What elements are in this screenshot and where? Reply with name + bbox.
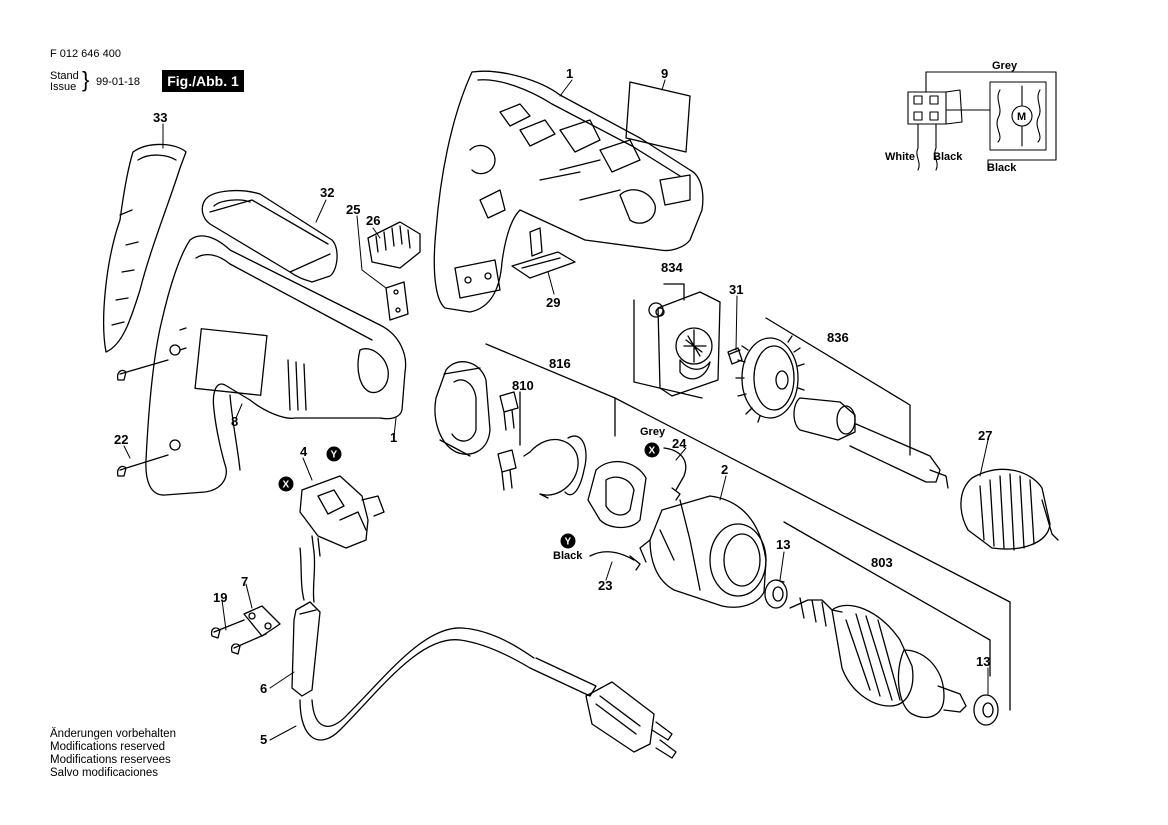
marker-x-wire	[644, 442, 660, 458]
note-en: Modifications reserved	[50, 741, 166, 753]
part-7-cord-clamp	[243, 605, 281, 637]
callout-23: 23	[598, 578, 613, 593]
wire-label-grey-top: Grey	[992, 60, 1018, 72]
callout-810: 810	[512, 378, 534, 393]
callout-29: 29	[546, 295, 561, 310]
part-22-screws	[116, 359, 169, 477]
callout-6: 6	[260, 681, 268, 696]
marker-x-wire-label: X	[649, 446, 656, 457]
part-19-screws	[210, 619, 267, 655]
marker-y-wire	[560, 533, 576, 549]
part-836-gear-spindle	[735, 335, 949, 489]
part-13-bearing-rear	[973, 694, 999, 726]
figure-label: Fig./Abb. 1	[162, 70, 244, 92]
modification-notes: Änderungen vorbehalten Modifications res…	[50, 728, 176, 780]
wiring-schematic	[907, 71, 1057, 171]
part-number: F 012 646 400	[50, 48, 121, 60]
part-8-housing-half	[145, 235, 407, 496]
wire-label-grey-24: Grey	[640, 426, 666, 438]
leader-lines	[123, 79, 989, 741]
callout-22: 22	[114, 432, 129, 447]
part-31-pinion	[727, 347, 743, 365]
bracket-834	[633, 299, 703, 399]
bracket-836	[765, 317, 911, 456]
callout-7: 7	[241, 574, 249, 589]
part-27-chuck	[960, 468, 1059, 551]
part-25-plate	[385, 281, 409, 321]
callout-9: 9	[661, 66, 669, 81]
marker-x-switch	[278, 476, 294, 492]
callout-816: 816	[549, 356, 571, 371]
issue-date: 99-01-18	[96, 76, 141, 88]
marker-y-switch	[326, 446, 342, 462]
part-803-armature	[789, 597, 967, 719]
part-816-springs	[523, 435, 587, 499]
callout-24: 24	[672, 436, 687, 451]
note-es: Salvo modificaciones	[50, 767, 159, 779]
connector-markers	[278, 442, 660, 549]
callout-27: 27	[978, 428, 993, 443]
part-13-bearing-front	[764, 579, 788, 609]
marker-y-wire-label: Y	[565, 537, 572, 548]
stand-label: Stand	[50, 70, 79, 82]
wire-label-black-bottom: Black	[987, 162, 1017, 174]
motor-symbol: M	[1017, 111, 1026, 123]
wire-label-black-23: Black	[553, 550, 583, 562]
callout-5: 5	[260, 732, 268, 747]
callout-836: 836	[827, 330, 849, 345]
bracket-803	[783, 521, 991, 677]
callout-32: 32	[320, 185, 335, 200]
issue-label: Issue	[50, 81, 77, 93]
leader-834	[663, 283, 685, 301]
wire-label-black-right: Black	[933, 151, 963, 163]
callout-31: 31	[729, 282, 744, 297]
part-24-wire	[663, 447, 687, 501]
callout-25: 25	[346, 202, 361, 217]
part-1-housing-shell	[433, 70, 704, 313]
wire-label-white: White	[885, 151, 915, 163]
marker-y-switch-label: Y	[331, 450, 338, 461]
callout-33: 33	[153, 110, 168, 125]
part-6-cord-protector	[291, 547, 321, 697]
callout-13-front: 13	[776, 537, 791, 552]
part-816-brush-holder	[434, 361, 491, 457]
bracket-outer	[614, 397, 1011, 711]
part-26-slider	[367, 221, 421, 269]
part-4-switch	[299, 475, 385, 557]
callout-834: 834	[661, 260, 683, 275]
part-23-wire	[589, 550, 641, 571]
note-fr: Modifications reservees	[50, 754, 171, 766]
part-5-power-cord	[299, 627, 677, 759]
callout-1-top: 1	[566, 66, 574, 81]
part-32-top-cover	[201, 189, 338, 283]
marker-x-switch-label: X	[283, 480, 290, 491]
callout-13-rear: 13	[976, 654, 991, 669]
callout-4: 4	[300, 444, 308, 459]
part-29-clip	[511, 227, 576, 279]
part-810-brushes	[497, 391, 519, 491]
callout-8: 8	[231, 414, 239, 429]
callout-803: 803	[871, 555, 893, 570]
part-816-end-plate	[587, 460, 647, 529]
part-9-label	[625, 81, 691, 153]
note-de: Änderungen vorbehalten	[50, 728, 176, 740]
callout-1-housing: 1	[390, 430, 398, 445]
part-2-stator	[639, 495, 767, 608]
stand-brace: }	[82, 67, 90, 92]
callout-2: 2	[721, 462, 729, 477]
part-33-handle-cover	[103, 143, 187, 353]
callout-19: 19	[213, 590, 228, 605]
callout-26: 26	[366, 213, 381, 228]
